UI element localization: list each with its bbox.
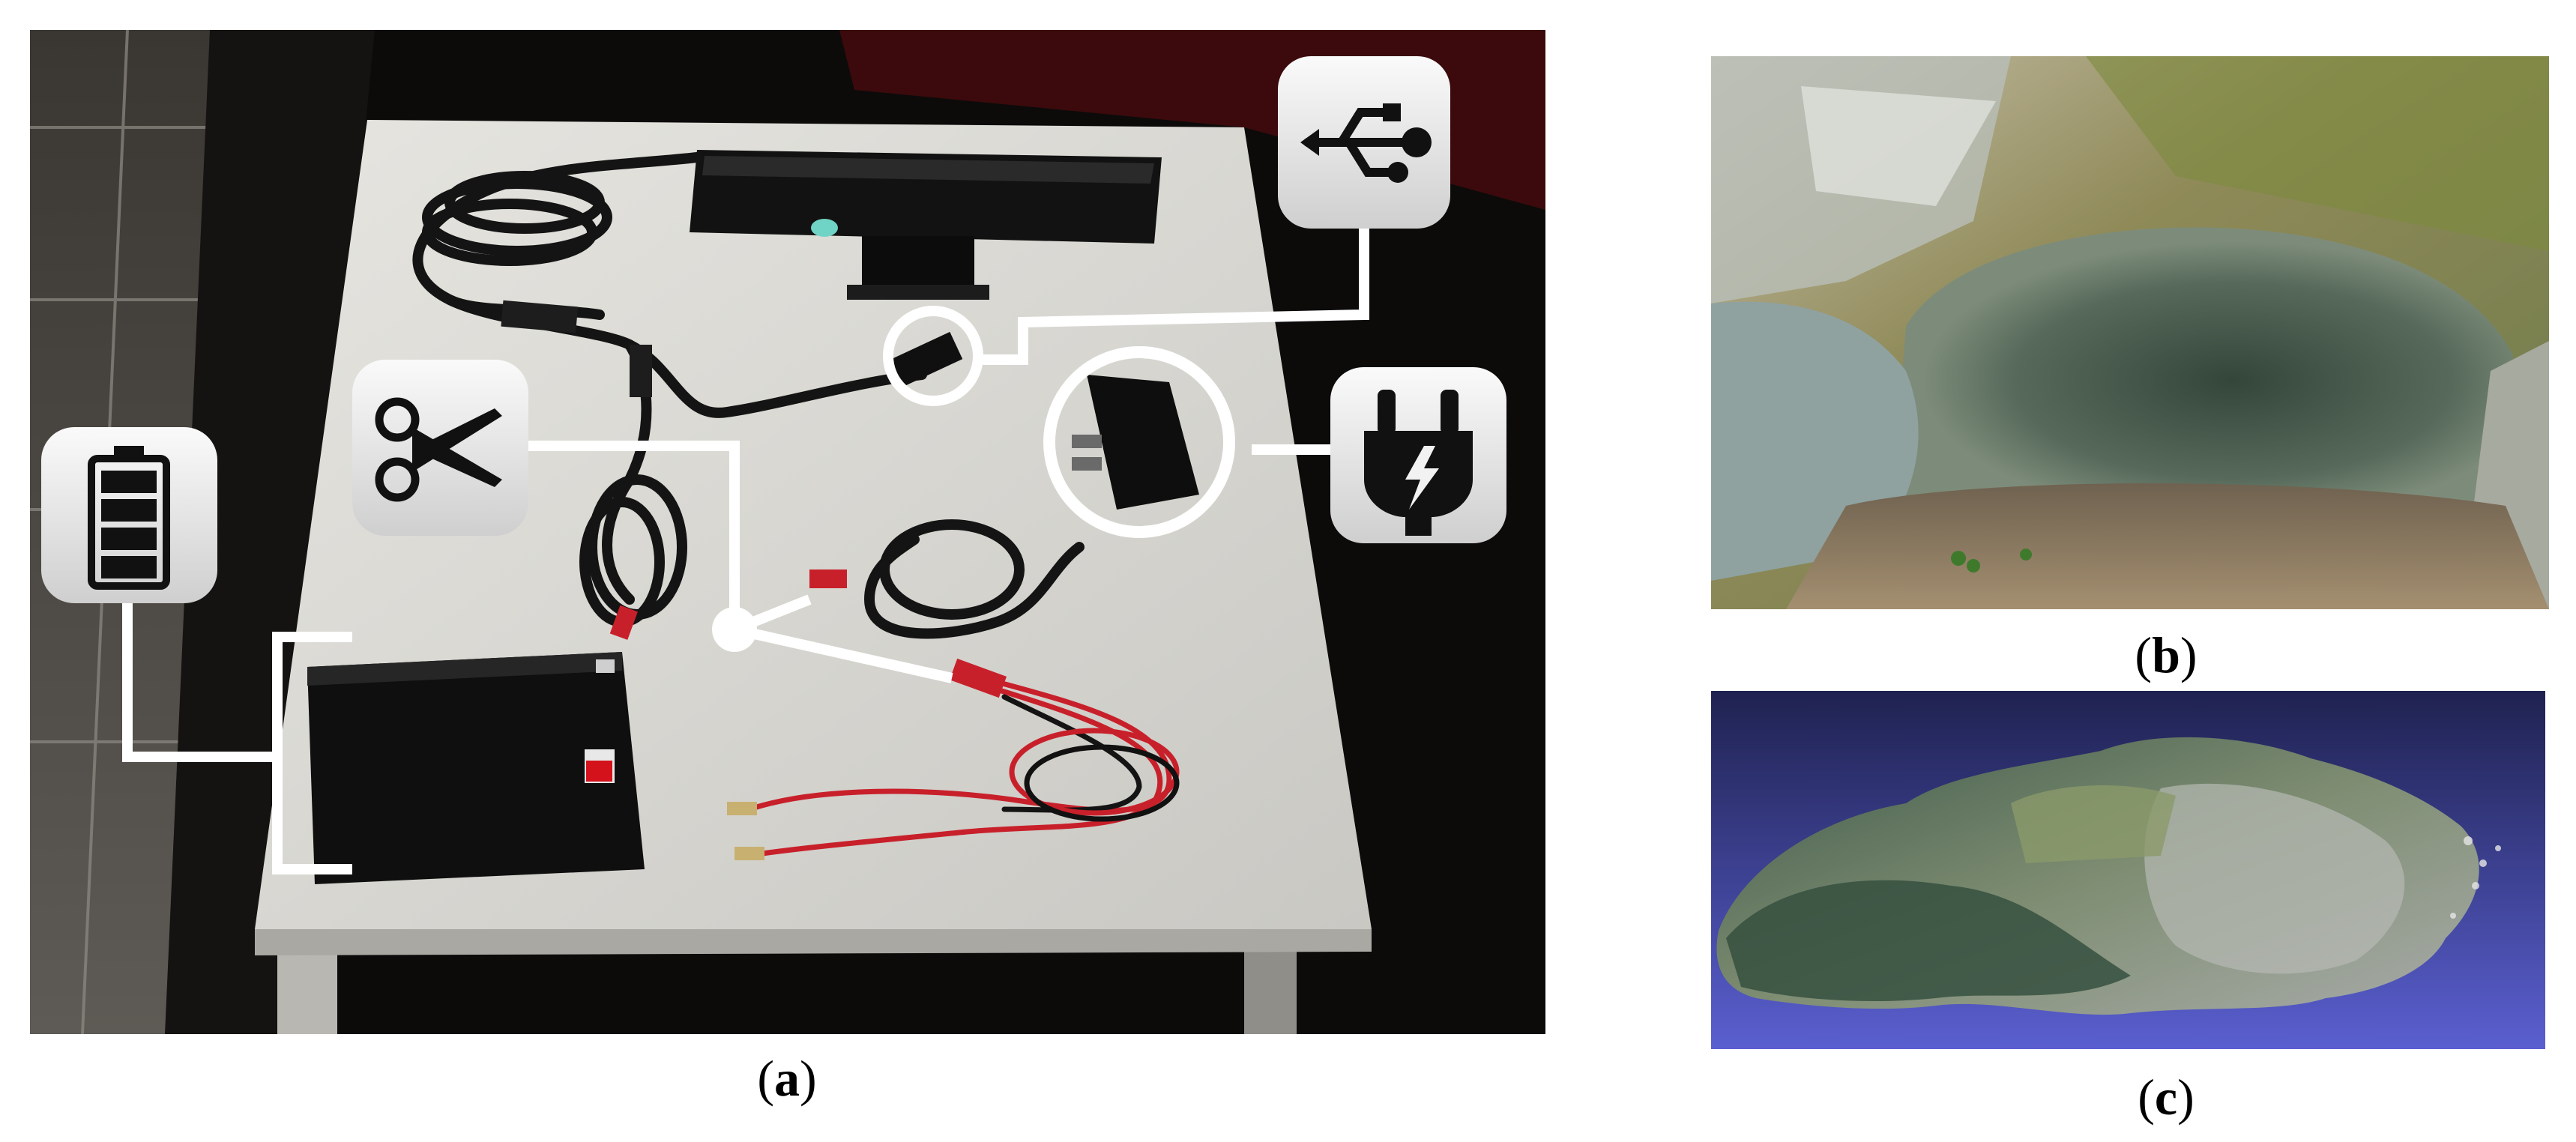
mesh-reconstruction-panel [1711, 691, 2545, 1049]
caption-b: (b) [2091, 629, 2241, 680]
caption-c-open: ( [2138, 1069, 2155, 1126]
usb-icon [1278, 56, 1450, 229]
battery-object [307, 652, 645, 884]
kinect-sensor [690, 150, 1162, 300]
caption-b-close: ) [2180, 626, 2198, 683]
hardware-photo [30, 30, 1545, 1034]
caption-a-open: ( [757, 1050, 774, 1107]
caption-c-letter: c [2154, 1069, 2178, 1126]
caption-a-letter: a [774, 1050, 800, 1107]
mesh-reconstruction [1711, 691, 2545, 1049]
caption-b-open: ( [2135, 626, 2153, 683]
caption-c-close: ) [2177, 1069, 2195, 1126]
power-adapter [1072, 375, 1199, 510]
battery-icon [41, 427, 217, 603]
hardware-photo-panel [30, 30, 1545, 1034]
power-plug-icon [1330, 367, 1506, 543]
caption-a-close: ) [800, 1050, 817, 1107]
caption-b-letter: b [2152, 626, 2180, 683]
caption-a: (a) [712, 1053, 862, 1104]
caption-c: (c) [2091, 1072, 2241, 1123]
scissors-icon [352, 360, 528, 536]
cave-photo [1711, 56, 2549, 609]
cave-photo-panel [1711, 56, 2549, 609]
